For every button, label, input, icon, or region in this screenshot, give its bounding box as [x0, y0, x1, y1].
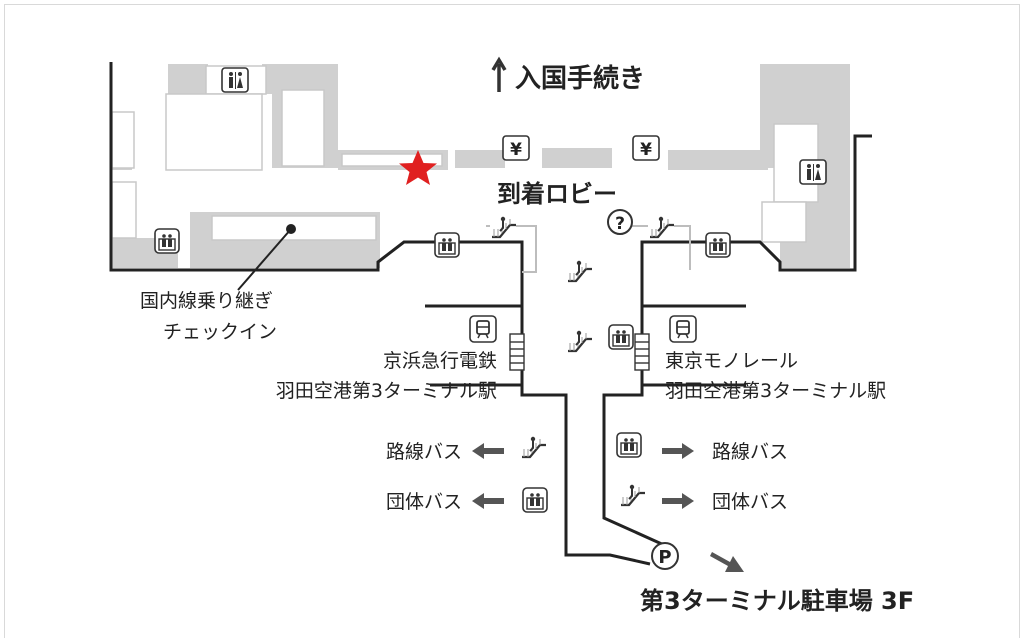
monorail-line-label: 東京モノレール: [665, 350, 798, 372]
domestic-checkin-label-2: チェックイン: [163, 321, 277, 343]
arrow-left-icon: [472, 443, 504, 459]
escalator-icon: [646, 213, 676, 241]
arrow-right-icon: [662, 443, 694, 459]
train-icon: [669, 315, 697, 343]
immigration-label: 入国手続き: [515, 63, 645, 94]
restroom-icon: [799, 159, 827, 185]
arrival-lobby-label: 到着ロビー: [497, 180, 617, 208]
elevator-icon: [522, 487, 548, 513]
building-white-rooms: [111, 65, 819, 243]
parking-icon: P: [651, 542, 679, 570]
elevator-icon: [154, 228, 180, 254]
escalator-icon: [564, 257, 594, 285]
arrow-right-icon: [662, 493, 694, 509]
domestic-checkin-label-1: 国内線乗り継ぎ: [140, 290, 273, 312]
escalator-icon: [518, 433, 548, 461]
svg-text:?: ?: [615, 214, 625, 234]
building-walls: [109, 62, 872, 566]
currency-exchange-icon: [632, 135, 660, 161]
elevator-icon: [616, 432, 642, 458]
elevator-icon: [608, 324, 634, 350]
keikyu-line-label: 京浜急行電鉄: [383, 350, 497, 372]
train-icon: [469, 315, 497, 343]
arrow-down-right-icon: [710, 552, 744, 572]
route-bus-left-label: 路線バス: [386, 441, 462, 463]
escalator-icon: [564, 327, 594, 355]
immigration-heading: 入国手続き: [491, 56, 645, 94]
svg-text:P: P: [658, 547, 671, 568]
group-bus-left-label: 団体バス: [386, 491, 462, 513]
restroom-icon: [221, 67, 249, 93]
stairs-icon: [509, 333, 525, 371]
escalator-icon: [617, 481, 647, 509]
elevator-icon: [434, 232, 460, 258]
elevator-icon: [705, 232, 731, 258]
currency-exchange-icon: [502, 135, 530, 161]
arrow-left-icon: [472, 493, 504, 509]
group-bus-right-label: 団体バス: [712, 491, 788, 513]
information-icon: ?: [607, 209, 633, 235]
route-bus-right-label: 路線バス: [712, 441, 788, 463]
current-location-star-icon: [399, 150, 437, 185]
keikyu-station-label: 羽田空港第3ターミナル駅: [276, 380, 497, 402]
monorail-station-label: 羽田空港第3ターミナル駅: [665, 380, 886, 402]
domestic-checkin-pointer: [237, 224, 296, 291]
stairs-icon: [634, 333, 650, 371]
escalator-icon: [488, 213, 518, 241]
parking-label: 第3ターミナル駐車場 3F: [640, 587, 914, 615]
